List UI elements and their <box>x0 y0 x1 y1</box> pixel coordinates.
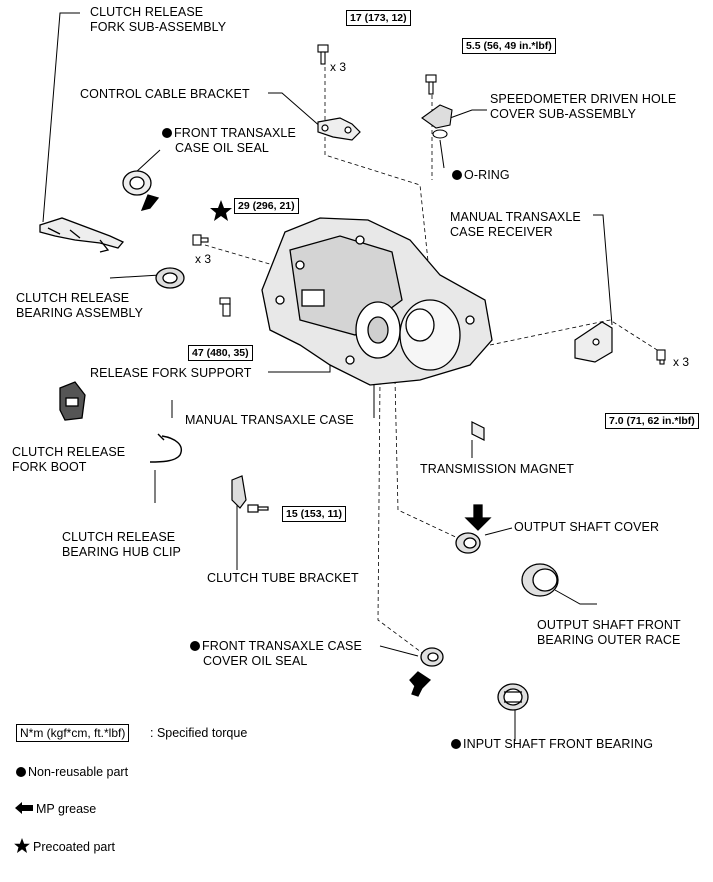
non-reusable-dot-icon <box>162 128 172 138</box>
torque-15: 15 (153, 11) <box>282 506 347 522</box>
label-input-shaft-front-bearing: INPUT SHAFT FRONT BEARING <box>451 737 653 752</box>
legend-torque-box: N*m (kgf*cm, ft.*lbf) <box>16 724 130 742</box>
output-shaft-cover-shape <box>455 504 492 554</box>
legend-non-reusable: Non-reusable part <box>16 765 128 779</box>
clutch-release-fork-shape <box>39 217 125 253</box>
qty-x3-b: x 3 <box>195 252 212 266</box>
leader-clutch-fork <box>42 12 80 223</box>
control-cable-bracket-shape <box>317 117 361 141</box>
tube-bracket-shape <box>231 475 269 513</box>
torque-47: 47 (480, 35) <box>188 345 253 361</box>
torque-29: 29 (296, 21) <box>234 198 299 214</box>
torque-17: 17 (173, 12) <box>346 10 411 26</box>
fork-support-shape <box>219 297 231 317</box>
hub-clip-shape <box>149 433 182 463</box>
fork-boot-shape <box>59 381 86 421</box>
cover-oil-seal-shape <box>409 647 444 697</box>
legend-mp-grease: MP grease <box>14 802 96 816</box>
label-control-cable-bracket: CONTROL CABLE BRACKET <box>80 87 250 101</box>
legend-precoated: Precoated part <box>14 838 115 854</box>
label-transmission-magnet: TRANSMISSION MAGNET <box>420 462 574 476</box>
label-cover-oil-seal: FRONT TRANSAXLE CASE COVER OIL SEAL <box>190 639 362 669</box>
leader-fork-support <box>268 365 331 373</box>
label-release-fork-support: RELEASE FORK SUPPORT <box>90 366 252 380</box>
label-clutch-tube-bracket: CLUTCH TUBE BRACKET <box>207 571 359 585</box>
release-bearing-shape <box>155 267 185 289</box>
bolt-7-shape <box>656 349 666 365</box>
non-reusable-dot-icon <box>451 739 461 749</box>
front-oil-seal-shape <box>122 170 160 211</box>
label-o-ring: O-RING <box>452 168 510 183</box>
leader-output-cover <box>484 527 513 536</box>
leader-o-ring <box>439 139 445 169</box>
non-reusable-dot-icon <box>16 767 26 777</box>
qty-x3-c: x 3 <box>673 355 690 369</box>
leader-front-oil-seal <box>134 149 161 174</box>
non-reusable-dot-icon <box>452 170 462 180</box>
legend-torque-text: : Specified torque <box>150 726 248 740</box>
label-output-shaft-cover: OUTPUT SHAFT COVER <box>514 520 660 534</box>
qty-x3-a: x 3 <box>330 60 347 74</box>
manual-transaxle-case-shape <box>261 217 493 386</box>
input-bearing-shape <box>497 683 529 711</box>
precoated-star-icon <box>14 838 30 853</box>
case-receiver-shape <box>574 321 613 363</box>
torque-5-5: 5.5 (56, 49 in.*lbf) <box>462 38 556 54</box>
leader-bearing-outer-race <box>554 589 597 605</box>
leader-release-bearing <box>109 274 161 279</box>
precoated-star-icon <box>210 200 232 221</box>
bolt-29-shape <box>192 234 209 246</box>
bolt-17-shape <box>317 44 329 65</box>
non-reusable-dot-icon <box>190 641 200 651</box>
mp-grease-arrow-icon <box>15 802 33 814</box>
label-front-transaxle-oil-seal: FRONT TRANSAXLE CASE OIL SEAL <box>162 126 296 156</box>
leader-control-bracket <box>268 92 323 129</box>
label-manual-transaxle-case: MANUAL TRANSAXLE CASE <box>185 413 354 427</box>
speedometer-cover-shape <box>421 74 453 139</box>
magnet-shape <box>471 421 485 441</box>
outer-race-shape <box>521 563 559 597</box>
leader-cover-oil-seal <box>379 645 419 657</box>
torque-7-0: 7.0 (71, 62 in.*lbf) <box>605 413 699 429</box>
leader-speedometer <box>449 109 487 119</box>
leader-case-receiver <box>593 214 613 326</box>
